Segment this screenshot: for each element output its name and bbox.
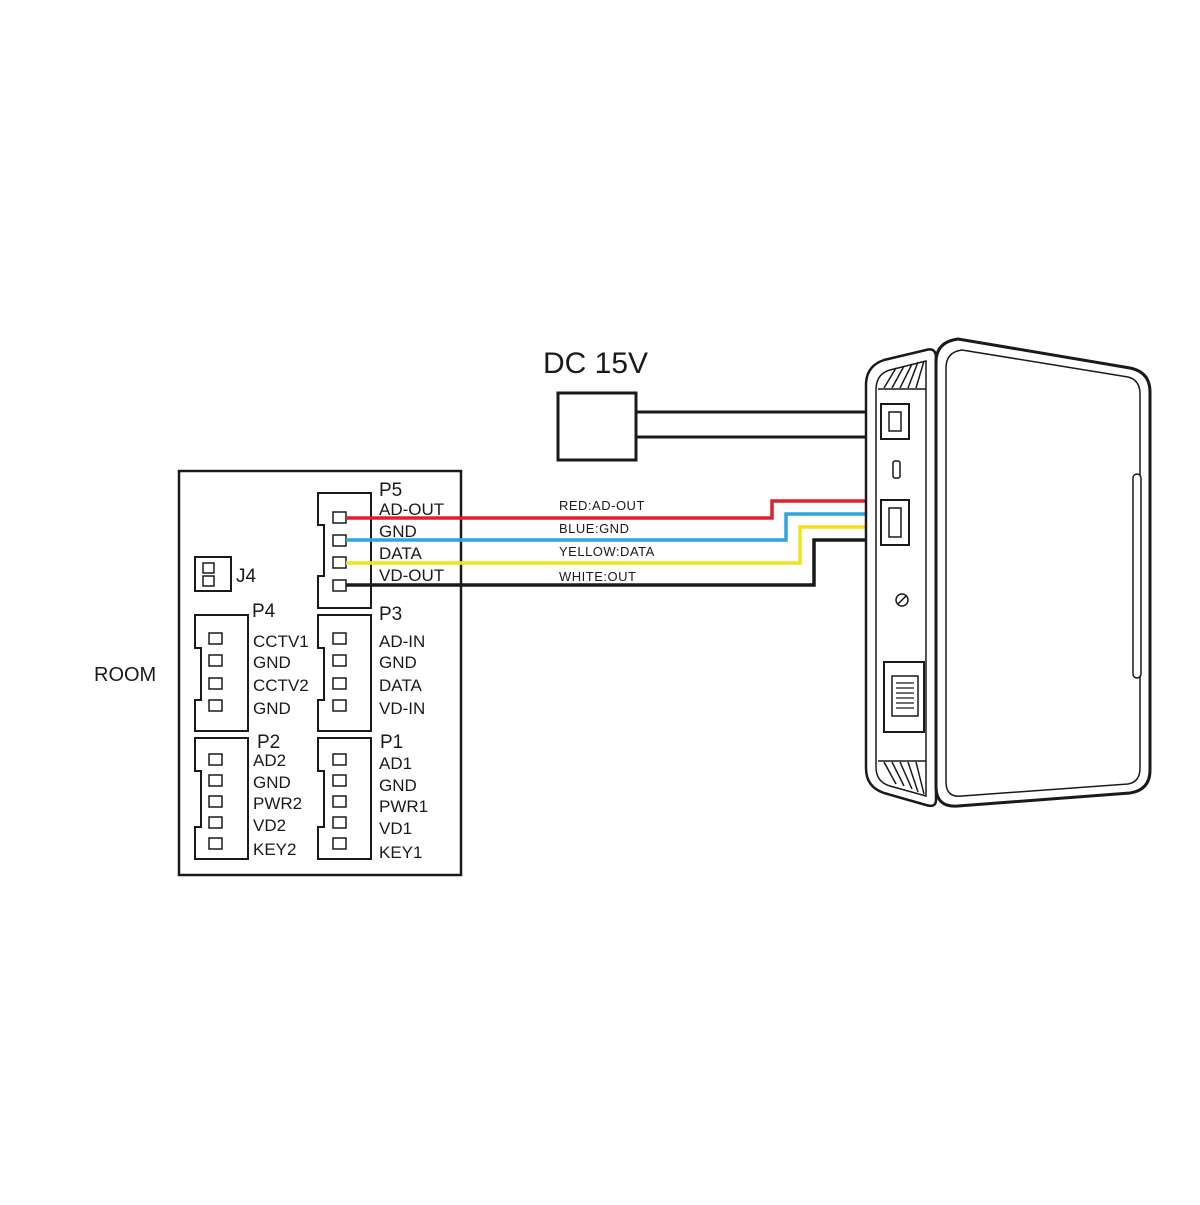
p1-pin-label: KEY1 xyxy=(379,843,422,862)
connector-j4: J4 xyxy=(194,556,257,592)
p3-housing xyxy=(317,614,372,732)
connector-p5: P5 AD-OUT GND DATA VD-OUT xyxy=(317,480,444,609)
p3-pin-label: DATA xyxy=(379,676,422,695)
power-port-socket xyxy=(888,411,902,432)
connector-p2: P2 AD2 GND PWR2 VD2 KEY2 xyxy=(194,732,302,860)
p2-pin xyxy=(208,816,223,829)
connector-p1: P1 AD1 GND PWR1 VD1 KEY1 xyxy=(317,732,428,862)
p1-pin xyxy=(332,753,347,766)
p4-pin xyxy=(208,632,223,645)
p2-pin-label: VD2 xyxy=(253,816,286,835)
p5-pin-label: GND xyxy=(379,522,417,541)
p1-pin xyxy=(332,795,347,808)
p4-pin-label: GND xyxy=(253,699,291,718)
p3-label: P3 xyxy=(379,604,402,625)
p1-pin xyxy=(332,837,347,850)
wire-label: WHITE:OUT xyxy=(559,569,636,584)
j4-pin xyxy=(202,562,215,574)
p2-pin-label: KEY2 xyxy=(253,840,296,859)
wire-red xyxy=(346,499,881,520)
ethernet-contacts xyxy=(896,682,914,709)
p5-pin-label: DATA xyxy=(379,544,422,563)
p5-pin xyxy=(332,579,347,592)
connector-p3: P3 AD-IN GND DATA VD-IN xyxy=(317,604,425,732)
vent-top xyxy=(878,360,926,390)
p5-pin xyxy=(332,534,347,547)
p4-pin-label: CCTV2 xyxy=(253,676,309,695)
room-label: ROOM xyxy=(94,664,156,686)
p2-pin xyxy=(208,837,223,850)
wire-label: RED:AD-OUT xyxy=(559,498,645,513)
p1-pin-label: GND xyxy=(379,776,417,795)
ethernet-socket xyxy=(891,675,919,717)
power-adapter-box xyxy=(556,391,638,462)
p4-pin-label: CCTV1 xyxy=(253,632,309,651)
vent-bottom xyxy=(878,760,926,795)
p4-pin xyxy=(208,699,223,712)
p3-pin xyxy=(332,632,347,645)
p2-label: P2 xyxy=(257,732,280,753)
j4-label: J4 xyxy=(236,566,257,587)
j4-pin xyxy=(202,575,215,587)
p3-pin xyxy=(332,654,347,667)
p2-pin-label: PWR2 xyxy=(253,794,302,813)
signal-port-socket xyxy=(888,507,902,538)
p2-pin-label: AD2 xyxy=(253,751,286,770)
device-front-bevel xyxy=(945,349,1141,797)
device-front-face xyxy=(934,337,1152,808)
signal-wires: RED:AD-OUT BLUE:GND YELLOW:DATA WHITE:OU… xyxy=(346,498,881,587)
p4-pin xyxy=(208,677,223,690)
wire-yellow xyxy=(346,525,881,565)
p2-pin-label: GND xyxy=(253,773,291,792)
p3-pin-label: VD-IN xyxy=(379,699,425,718)
wire-label: YELLOW:DATA xyxy=(559,544,655,559)
device-module xyxy=(864,337,1152,808)
p2-pin xyxy=(208,753,223,766)
p5-label: P5 xyxy=(379,480,402,501)
p3-pin xyxy=(332,677,347,690)
p1-pin-label: AD1 xyxy=(379,754,412,773)
wire-white xyxy=(346,538,881,587)
p5-pin-label: AD-OUT xyxy=(379,500,444,519)
power-label: DC 15V xyxy=(543,347,648,380)
p3-pin xyxy=(332,699,347,712)
room-board: ROOM J4 P5 AD-OUT GND DATA VD-OUT P4 xyxy=(94,469,463,877)
screw-slot xyxy=(897,595,907,605)
p3-pin-label: GND xyxy=(379,653,417,672)
p1-pin xyxy=(332,774,347,787)
wire-blue xyxy=(346,512,881,542)
p5-pin-label: VD-OUT xyxy=(379,566,444,585)
p4-pin-label: GND xyxy=(253,653,291,672)
p2-pin xyxy=(208,795,223,808)
p2-pin xyxy=(208,774,223,787)
device-side-inner xyxy=(875,360,927,797)
p1-pin-label: PWR1 xyxy=(379,797,428,816)
p1-pin-label: VD1 xyxy=(379,819,412,838)
power-supply: DC 15V xyxy=(543,347,880,462)
dip-switch-icon xyxy=(892,460,901,479)
p4-pin xyxy=(208,654,223,667)
p1-label: P1 xyxy=(380,732,403,753)
p1-pin xyxy=(332,816,347,829)
p5-housing xyxy=(317,492,372,609)
p5-pin xyxy=(332,511,347,524)
led-strip xyxy=(1132,473,1142,679)
p4-label: P4 xyxy=(252,601,276,622)
wire-label: BLUE:GND xyxy=(559,521,629,536)
p3-pin-label: AD-IN xyxy=(379,632,425,651)
connector-p4: P4 CCTV1 GND CCTV2 GND xyxy=(194,601,309,732)
p5-pin xyxy=(332,556,347,569)
